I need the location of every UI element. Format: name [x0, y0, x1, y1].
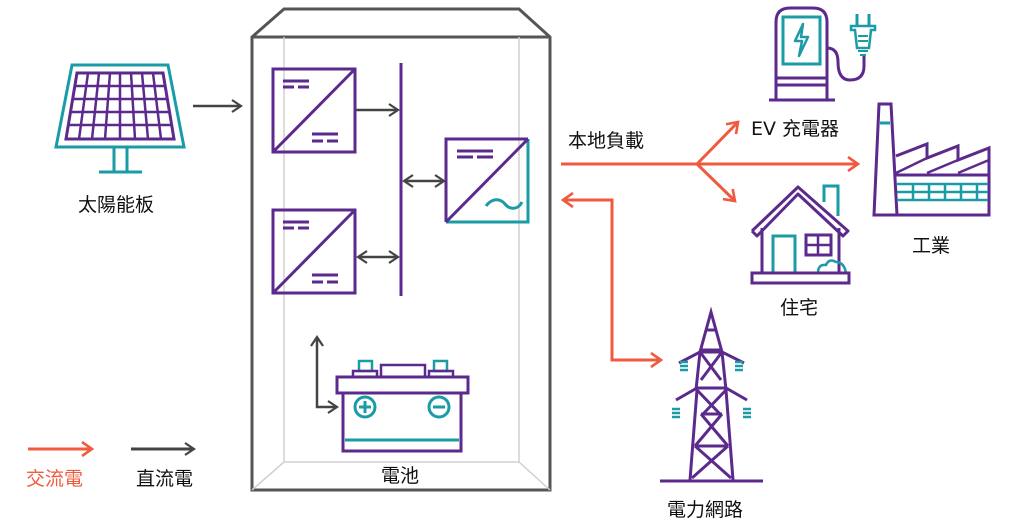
- transmission-tower-icon: [660, 306, 763, 483]
- legend-dc-label: 直流電: [136, 468, 194, 490]
- local-load-label: 本地負載: [568, 130, 645, 152]
- dc-ac-inverter-icon: [444, 137, 530, 224]
- ac-arrow-grid-bidirectional: [563, 200, 661, 360]
- residential-label: 住宅: [780, 297, 819, 319]
- insulator-icons: [672, 360, 751, 419]
- house-icon: [750, 184, 851, 285]
- legend-ac-label: 交流電: [26, 468, 84, 490]
- solar-panel-label: 太陽能板: [78, 194, 155, 216]
- battery-icon: [335, 359, 470, 453]
- dc-arrow-battery-bidirectional: [310, 335, 339, 414]
- factory-icon: [872, 102, 991, 217]
- solar-panel-icon: [54, 63, 186, 174]
- battery-label: 電池: [381, 465, 420, 487]
- grid-label: 電力網路: [667, 499, 744, 521]
- industry-label: 工業: [912, 235, 951, 257]
- ac-arrows-local-load: [561, 122, 858, 201]
- ev-charger-icon: [769, 6, 877, 102]
- enclosure-box: [250, 7, 552, 492]
- ev-charger-label: EV 充電器: [751, 118, 840, 140]
- dc-dc-converter-pv-icon: [271, 67, 357, 154]
- dc-dc-converter-battery-icon: [271, 208, 357, 295]
